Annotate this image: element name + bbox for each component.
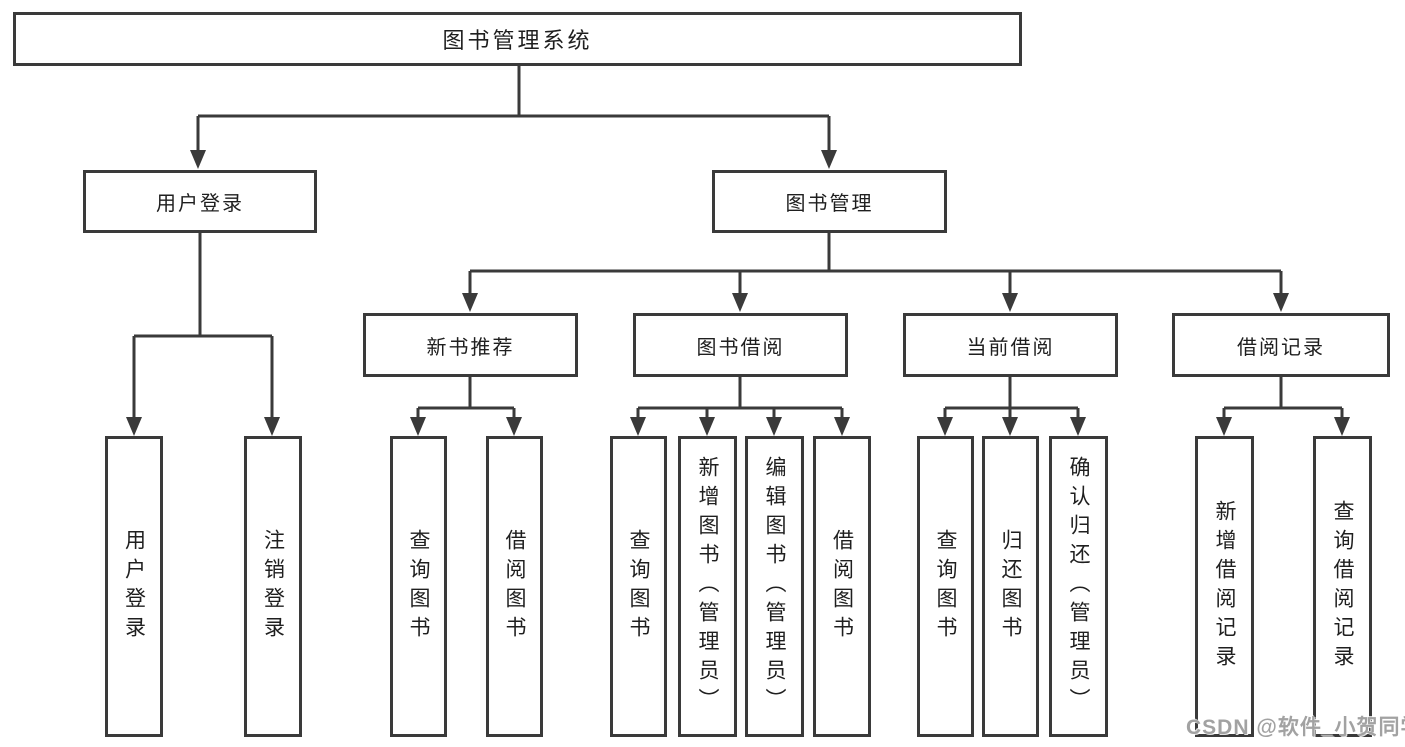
- connector-book-borrow-to-leaves: [630, 377, 850, 436]
- arrow-down-icon: [1216, 417, 1232, 436]
- leaf-borrow-books: 借阅图书: [813, 436, 871, 737]
- connector-line: [416, 377, 516, 419]
- node-new-book-recommend: 新书推荐: [363, 313, 578, 377]
- node-library-system: 图书管理系统: [13, 12, 1022, 66]
- connector-user-login-to-leaves: [126, 233, 280, 436]
- connector-records-to-leaves: [1216, 377, 1350, 436]
- connector-book-mgmt-to-level2: [462, 233, 1289, 312]
- leaf-query-borrow-record: 查询借阅记录: [1313, 436, 1372, 737]
- connector-line: [132, 233, 274, 419]
- connector-line: [1222, 377, 1344, 419]
- leaf-query-books-current: 查询图书: [917, 436, 974, 737]
- arrow-down-icon: [190, 150, 206, 169]
- leaf-return-book: 归还图书: [982, 436, 1039, 737]
- arrow-down-icon: [264, 417, 280, 436]
- connector-line: [943, 377, 1080, 419]
- connector-current-borrow-to-leaves: [937, 377, 1086, 436]
- csdn-watermark: CSDN @软件_小贺同学: [1186, 716, 1405, 739]
- connector-line: [196, 66, 831, 152]
- connector-line: [468, 233, 1283, 295]
- node-borrow-records: 借阅记录: [1172, 313, 1390, 377]
- leaf-logout: 注销登录: [244, 436, 302, 737]
- arrow-down-icon: [834, 417, 850, 436]
- arrow-down-icon: [1273, 293, 1289, 312]
- arrow-down-icon: [410, 417, 426, 436]
- leaf-query-books-borrow: 查询图书: [610, 436, 667, 737]
- arrow-down-icon: [462, 293, 478, 312]
- leaf-add-borrow-record: 新增借阅记录: [1195, 436, 1254, 737]
- node-current-borrow: 当前借阅: [903, 313, 1118, 377]
- node-user-login: 用户登录: [83, 170, 317, 233]
- arrow-down-icon: [766, 417, 782, 436]
- arrow-down-icon: [1070, 417, 1086, 436]
- arrow-down-icon: [699, 417, 715, 436]
- leaf-query-books-recommend: 查询图书: [390, 436, 447, 737]
- node-book-borrow: 图书借阅: [633, 313, 848, 377]
- leaf-confirm-return-admin: 确认归还（管理员）: [1049, 436, 1108, 737]
- arrow-down-icon: [126, 417, 142, 436]
- arrow-down-icon: [1334, 417, 1350, 436]
- node-book-management: 图书管理: [712, 170, 947, 233]
- arrow-down-icon: [1002, 293, 1018, 312]
- arrow-down-icon: [732, 293, 748, 312]
- arrow-down-icon: [937, 417, 953, 436]
- leaf-edit-book-admin: 编辑图书（管理员）: [745, 436, 804, 737]
- connector-root-to-level1: [190, 66, 837, 169]
- arrow-down-icon: [630, 417, 646, 436]
- connector-line: [636, 377, 844, 419]
- connector-new-book-to-leaves: [410, 377, 522, 436]
- arrow-down-icon: [1002, 417, 1018, 436]
- arrow-down-icon: [821, 150, 837, 169]
- leaf-add-book-admin: 新增图书（管理员）: [678, 436, 737, 737]
- arrow-down-icon: [506, 417, 522, 436]
- leaf-borrow-books-recommend: 借阅图书: [486, 436, 543, 737]
- leaf-user-login: 用户登录: [105, 436, 163, 737]
